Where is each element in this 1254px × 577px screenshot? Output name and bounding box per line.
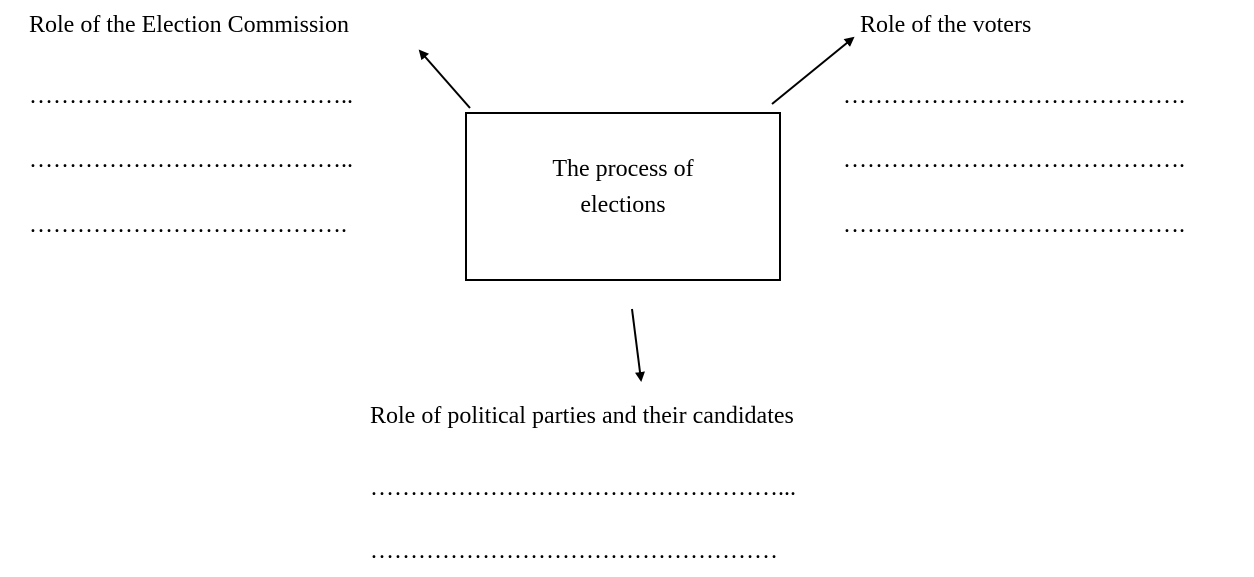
political-parties-blank-line-2[interactable]: …………………………………………… — [370, 538, 778, 564]
arrow-to-political-parties — [631, 308, 645, 382]
election-commission-blank-line-2[interactable]: ………………………………….. — [29, 147, 353, 173]
political-parties-title: Role of political parties and their cand… — [370, 403, 794, 429]
arrow-to-election-commission — [418, 49, 471, 109]
voters-title: Role of the voters — [860, 12, 1032, 38]
election-commission-blank-line-3[interactable]: …………………………………. — [29, 212, 347, 238]
voters-blank-line-1[interactable]: ……………………………………. — [843, 83, 1185, 109]
process-of-elections-label: The process of elections — [523, 151, 723, 223]
voters-blank-line-2[interactable]: ……………………………………. — [843, 147, 1185, 173]
arrow-to-voters — [771, 36, 855, 105]
process-of-elections-box: The process of elections — [465, 112, 781, 281]
process-label-line-2: elections — [580, 191, 666, 218]
political-parties-blank-line-1[interactable]: ……………………………………………... — [370, 475, 796, 501]
process-label-line-1: The process of — [552, 155, 694, 182]
election-commission-blank-line-1[interactable]: ………………………………….. — [29, 83, 353, 109]
voters-blank-line-3[interactable]: ……………………………………. — [843, 212, 1185, 238]
election-commission-title: Role of the Election Commission — [29, 12, 349, 38]
